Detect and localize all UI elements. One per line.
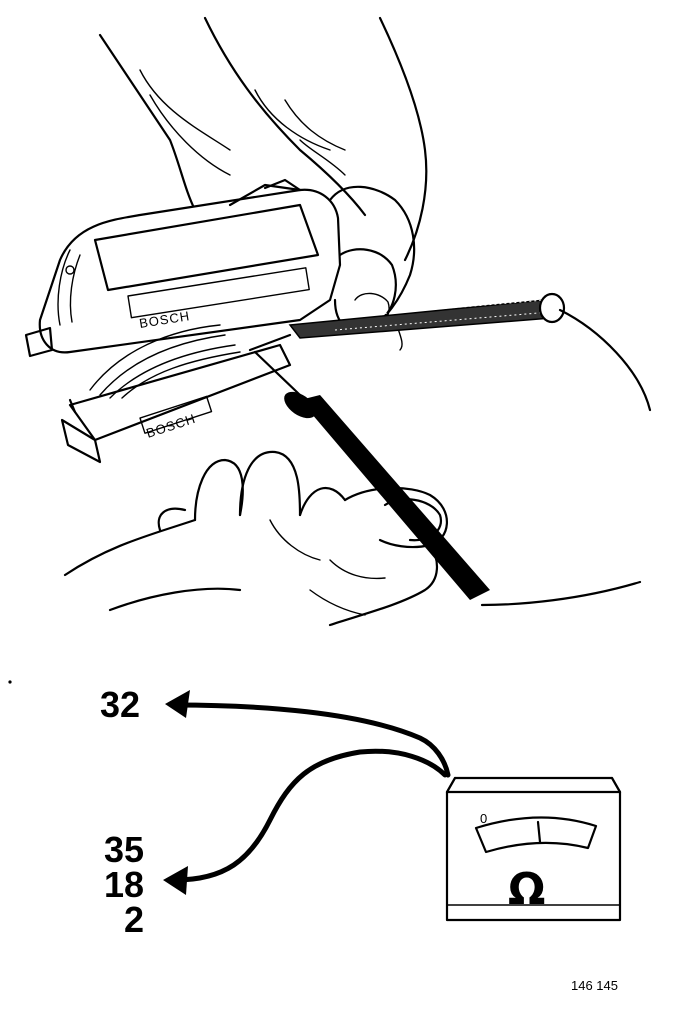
ohmmeter: 0 Ω	[445, 776, 622, 922]
pin-label-35: 35	[104, 829, 144, 870]
probe-lower	[253, 350, 642, 607]
connector-test-drawing: BOSCH BOSCH	[24, 16, 652, 627]
connector-plug: BOSCH	[60, 324, 292, 464]
connector-housing: BOSCH	[24, 178, 342, 358]
ohm-symbol: Ω	[508, 864, 545, 915]
lower-hand	[63, 450, 448, 627]
lead-to-pin-32	[172, 702, 451, 778]
stray-dot	[8, 680, 12, 684]
lead-to-pins-lower	[172, 748, 448, 883]
pin-label-32: 32	[100, 684, 140, 725]
meter-scale	[474, 816, 598, 854]
figure-number: 146 145	[571, 978, 618, 993]
meter-scale-zero: 0	[480, 811, 487, 826]
arrow-head-32	[165, 690, 190, 718]
ohmmeter-diagram: 0 Ω 32 35 18 2	[8, 680, 622, 940]
arrow-head-lower	[163, 866, 188, 895]
pin-label-2: 2	[124, 899, 144, 940]
pin-label-18: 18	[104, 864, 144, 905]
probe-upper	[288, 292, 652, 412]
